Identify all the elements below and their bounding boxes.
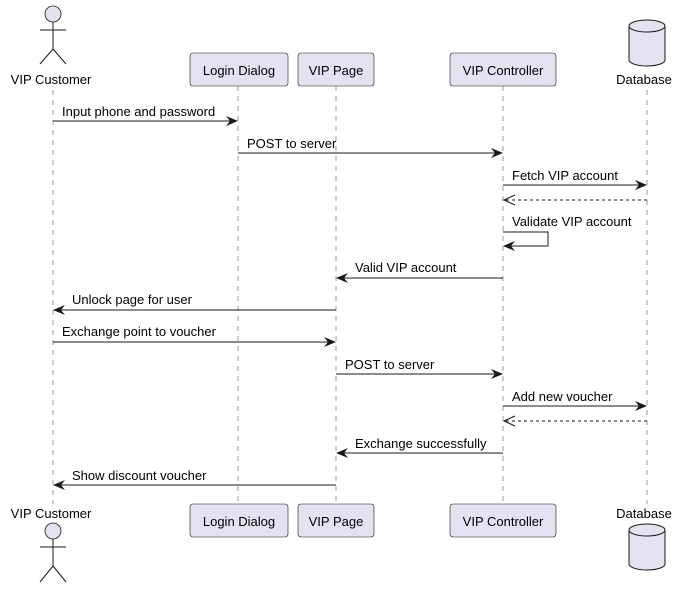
return-arrow-head: [502, 194, 516, 206]
message-label: Validate VIP account: [512, 214, 632, 229]
message-label: Exchange point to voucher: [62, 324, 217, 339]
actor-figure-bottom: [39, 522, 67, 583]
arrow-head: [53, 480, 65, 490]
return-arrow-head: [502, 415, 516, 427]
database-icon-top: [628, 19, 666, 67]
database-icon-bottom: [628, 523, 666, 571]
message-label: Valid VIP account: [355, 260, 457, 275]
message-label: Input phone and password: [62, 104, 215, 119]
participant-label-vip-customer-bottom: VIP Customer: [11, 506, 92, 521]
participant-box-vip-controller-top: VIP Controller: [449, 52, 557, 87]
participant-label-database-bottom: Database: [616, 506, 672, 521]
participant-label-database-top: Database: [616, 72, 672, 87]
arrow-head: [491, 369, 503, 379]
participant-label-login-dialog-top: Login Dialog: [203, 63, 275, 78]
arrow-head: [635, 180, 647, 190]
participant-box-vip-page-top: VIP Page: [297, 52, 375, 87]
arrow-head: [324, 337, 336, 347]
message-label: Add new voucher: [512, 389, 613, 404]
arrow-head: [503, 241, 515, 251]
participant-label-login-dialog-bottom: Login Dialog: [203, 514, 275, 529]
self-message-arrow: [503, 231, 549, 247]
participant-label-vip-customer-top: VIP Customer: [11, 72, 92, 87]
participant-box-vip-controller-bottom: VIP Controller: [449, 503, 557, 538]
message-label: Exchange successfully: [355, 436, 487, 451]
participant-label-vip-controller-top: VIP Controller: [463, 63, 544, 78]
participant-box-login-dialog-bottom: Login Dialog: [189, 503, 289, 538]
message-label: Show discount voucher: [72, 468, 207, 483]
arrow-head: [226, 116, 238, 126]
participant-label-vip-page-top: VIP Page: [309, 63, 364, 78]
message-label: Unlock page for user: [72, 292, 193, 307]
message-label: POST to server: [247, 136, 337, 151]
message-label: Fetch VIP account: [512, 168, 618, 183]
arrow-head: [635, 401, 647, 411]
arrow-head: [336, 273, 348, 283]
participant-label-vip-page-bottom: VIP Page: [309, 514, 364, 529]
participant-box-login-dialog-top: Login Dialog: [189, 52, 289, 87]
participant-label-vip-controller-bottom: VIP Controller: [463, 514, 544, 529]
arrow-head: [336, 448, 348, 458]
message-label: POST to server: [345, 357, 435, 372]
arrow-head: [491, 148, 503, 158]
participant-box-vip-page-bottom: VIP Page: [297, 503, 375, 538]
arrow-head: [53, 305, 65, 315]
actor-figure-top: [39, 5, 67, 65]
